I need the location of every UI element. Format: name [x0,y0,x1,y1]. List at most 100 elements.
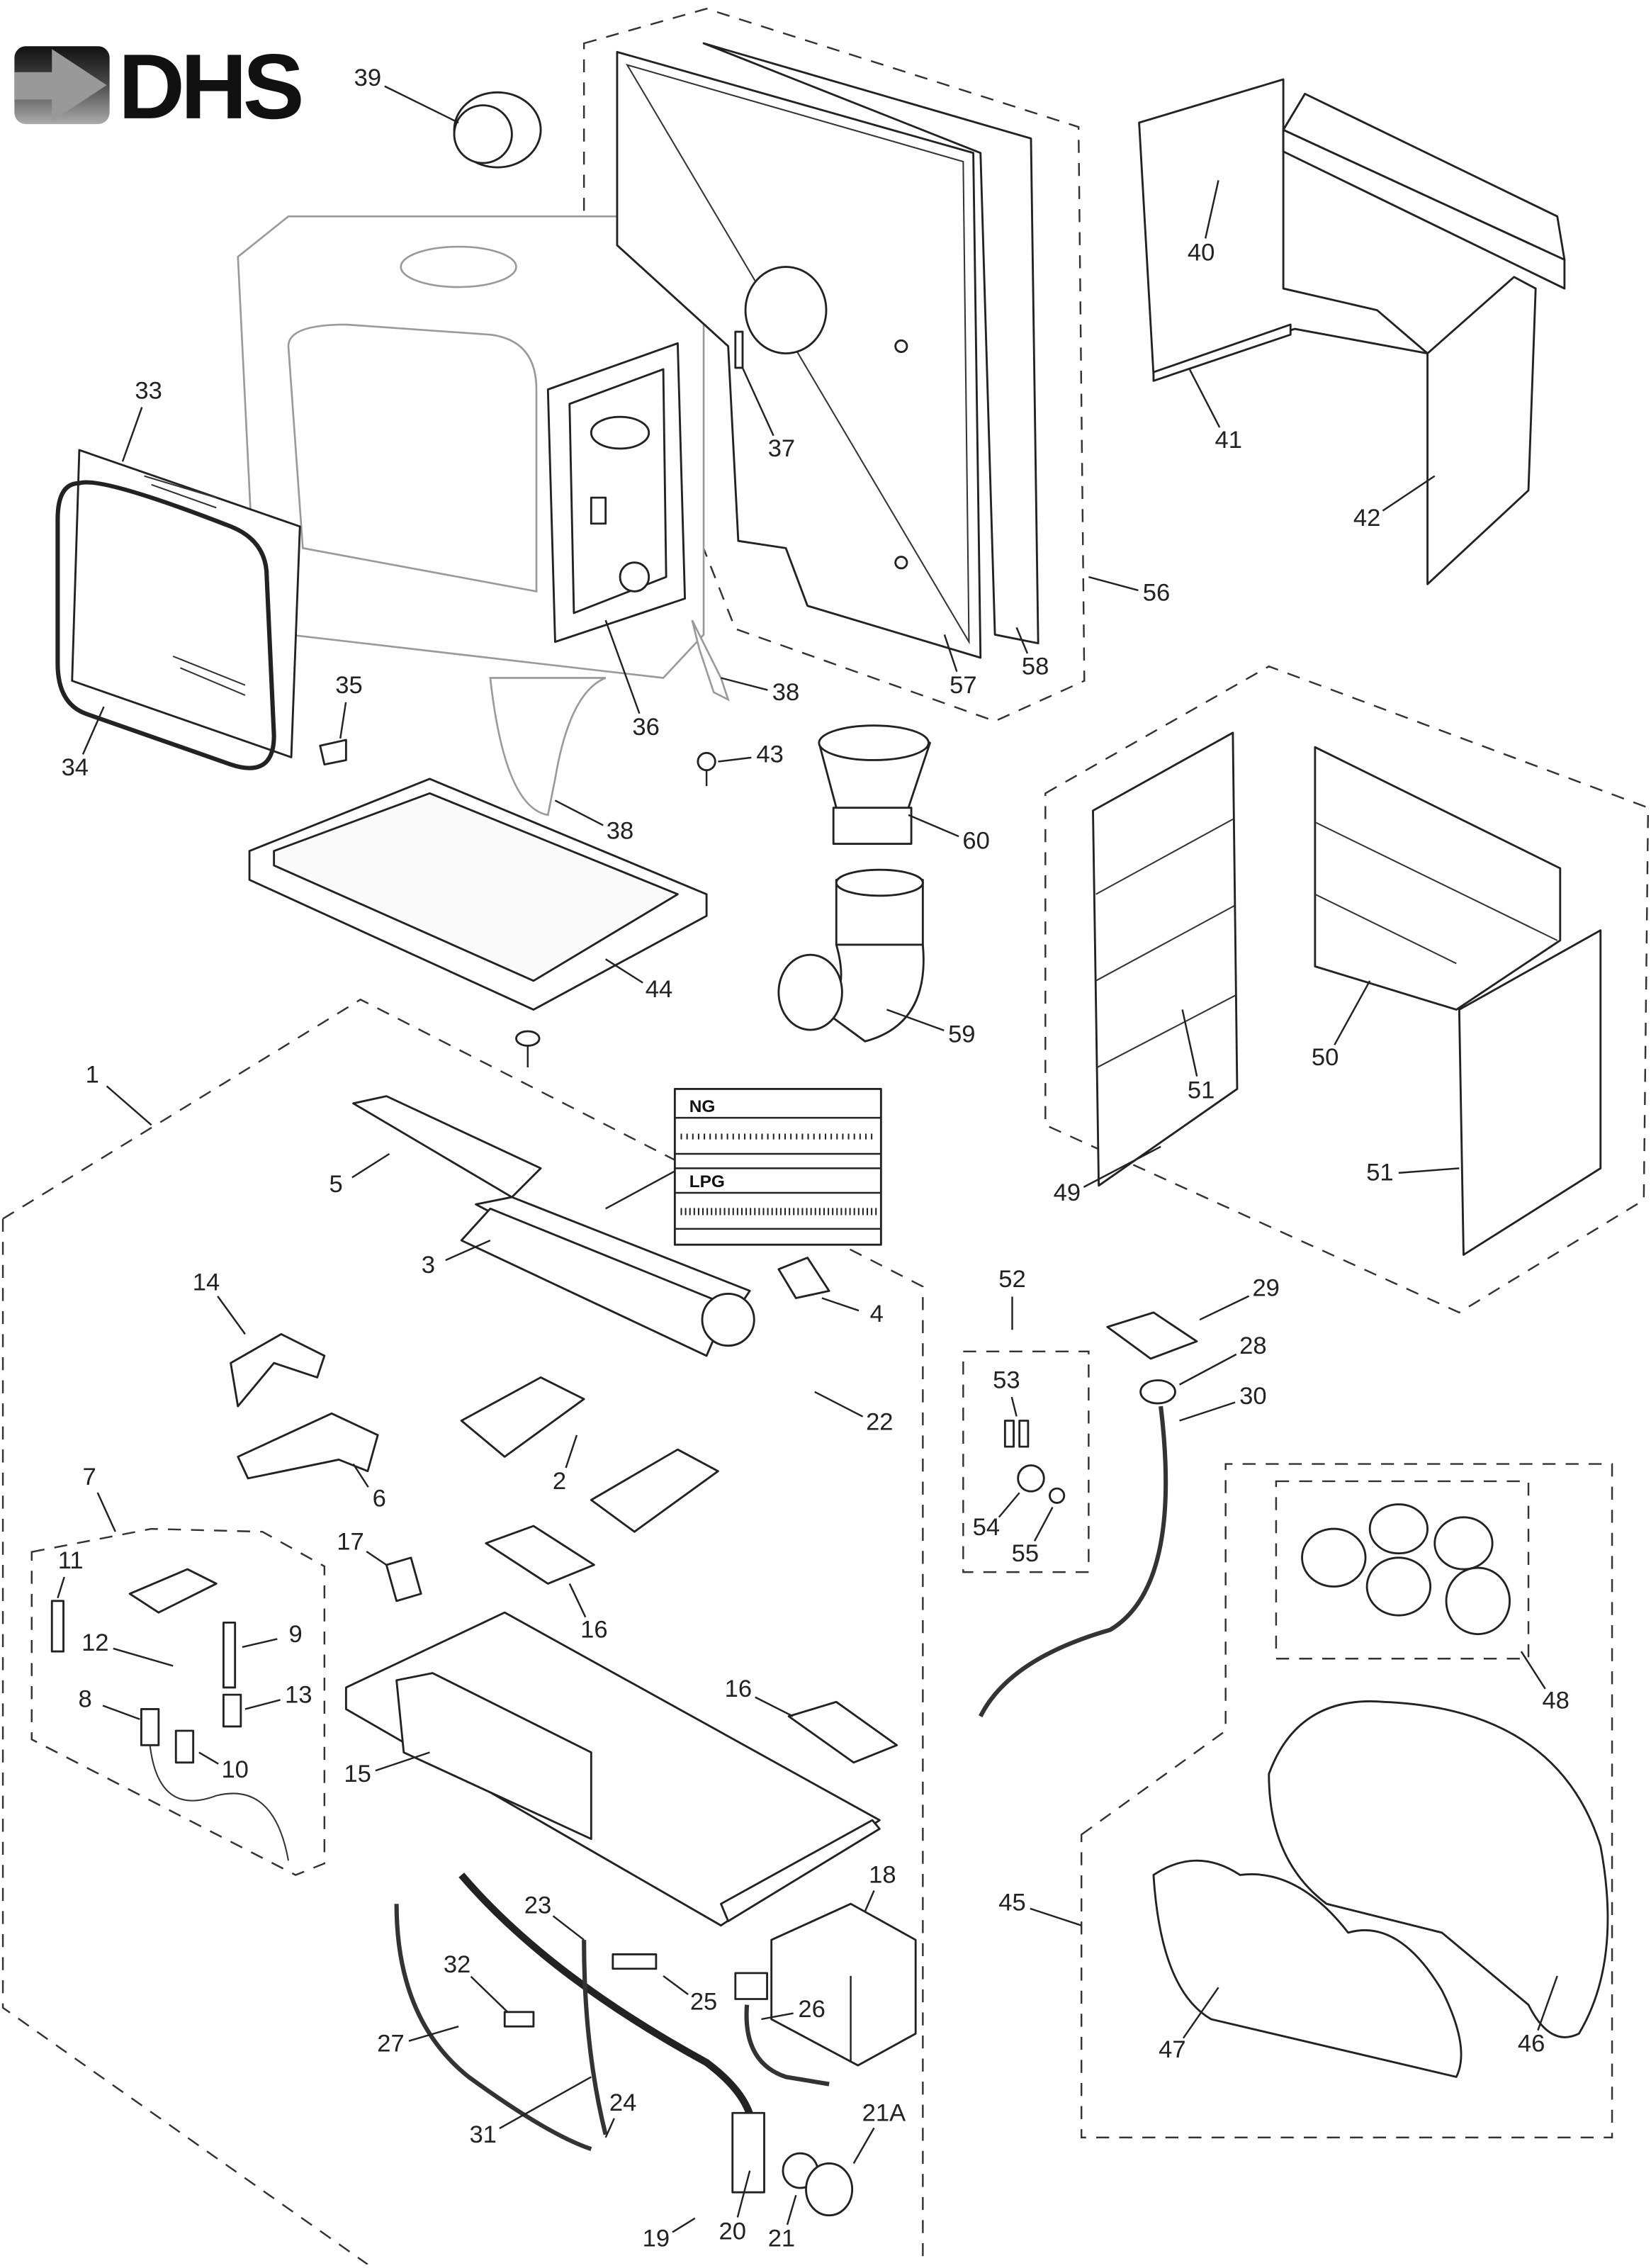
leader-line [604,2118,615,2138]
callout-18: 18 [864,1862,896,1911]
callout-54: 54 [973,1492,1020,1541]
callout-50: 50 [1312,980,1371,1071]
leader-line [1015,627,1029,654]
callout-label: 48 [1542,1687,1569,1714]
part-gasket [55,480,276,770]
part-bracket-17 [385,1556,422,1602]
gas-type-label: NG LPG [605,1088,882,1246]
callout-label: 46 [1518,2031,1545,2058]
callout-8: 8 [78,1685,140,1720]
leader-line [741,367,774,437]
callout-16: 16 [568,1583,608,1644]
callout-label: 30 [1239,1383,1266,1410]
part-flue-collar [453,91,542,169]
callout-41: 41 [1188,369,1242,454]
leader-line [1179,1401,1236,1422]
leader-line [96,1492,116,1532]
callout-27: 27 [377,2025,459,2058]
leader-line [552,1915,585,1941]
leader-line [852,2127,875,2165]
callout-label: 59 [948,1021,975,1048]
callout-12: 12 [81,1629,174,1667]
callout-label: 24 [609,2089,636,2116]
callout-53: 53 [993,1367,1020,1417]
leader-line [604,619,641,714]
callout-55: 55 [1012,1507,1054,1567]
leader-line [568,1583,587,1618]
callout-57: 57 [943,634,977,699]
callout-label: 35 [335,672,362,699]
callout-7: 7 [83,1464,116,1532]
leader-line [366,1550,388,1566]
part-shield-16b [787,1700,898,1764]
callout-label: 57 [950,672,976,699]
callout-label: 1 [86,1061,99,1088]
leader-line [672,2217,696,2233]
callout-13: 13 [244,1681,312,1710]
callout-38: 38 [554,799,633,844]
callout-21A: 21A [852,2099,906,2165]
callout-label: 50 [1312,1044,1339,1071]
callout-label: 53 [993,1367,1020,1394]
callout-label: 3 [422,1252,435,1279]
dhs-logo: DHS [14,35,305,138]
callout-label: 39 [354,64,381,91]
callout-label: 16 [580,1617,607,1644]
leader-line [217,1296,246,1335]
callout-label: 56 [1143,580,1170,607]
callout-11: 11 [57,1547,84,1599]
callout-label: 37 [768,435,795,462]
callout-label: 23 [524,1892,551,1919]
leader-line [1398,1167,1460,1174]
leader-line [1537,1975,1558,2031]
callout-60: 60 [908,814,990,855]
leader-line [499,2076,592,2130]
callout-51: 51 [1181,1009,1215,1104]
part-door [546,342,687,644]
part-thermal-switch [979,1311,1198,1718]
callout-17: 17 [337,1529,388,1566]
part-screw-43 [697,751,716,787]
leader-line [1382,475,1436,512]
callout-28: 28 [1179,1332,1267,1386]
leader-line [786,2194,797,2225]
part-heat-shield [1138,78,1566,585]
callout-label: 42 [1353,505,1380,532]
leader-line [113,1647,174,1667]
callout-label: 21 [768,2225,795,2252]
leader-line [998,1492,1020,1518]
callout-25: 25 [663,1975,717,2016]
callout-label: 8 [78,1685,91,1712]
part-washer [515,1030,541,1067]
leader-line [943,634,958,673]
leader-line [814,1391,864,1418]
leader-line [864,1890,875,1911]
callout-32: 32 [444,1951,509,2013]
callout-label: 55 [1012,1540,1039,1567]
callout-label: 52 [998,1266,1025,1293]
leader-line [1179,1353,1237,1386]
leader-line [718,756,752,763]
callout-label: 19 [643,2225,670,2252]
leader-line [352,1463,369,1488]
callout-31: 31 [469,2076,592,2148]
callout-label: 38 [772,679,799,706]
callout-label: 33 [135,378,162,405]
callout-59: 59 [886,1009,976,1048]
callout-label: 15 [344,1761,371,1787]
leader-line [57,1576,65,1599]
leader-line [721,677,768,691]
callout-24: 24 [604,2089,636,2138]
callout-label: 2 [553,1468,566,1495]
callout-label: 26 [798,1996,825,2023]
callout-49: 49 [1054,1145,1161,1206]
callout-label: 10 [221,1756,248,1783]
leader-line [1010,1396,1018,1417]
leader-line [1083,1145,1161,1188]
callout-label: 28 [1239,1332,1266,1359]
part-vent-adapter [818,724,931,845]
callout-4: 4 [821,1297,884,1327]
leader-line [375,1751,430,1772]
callout-22: 22 [814,1391,894,1436]
leader-line [351,1152,390,1179]
